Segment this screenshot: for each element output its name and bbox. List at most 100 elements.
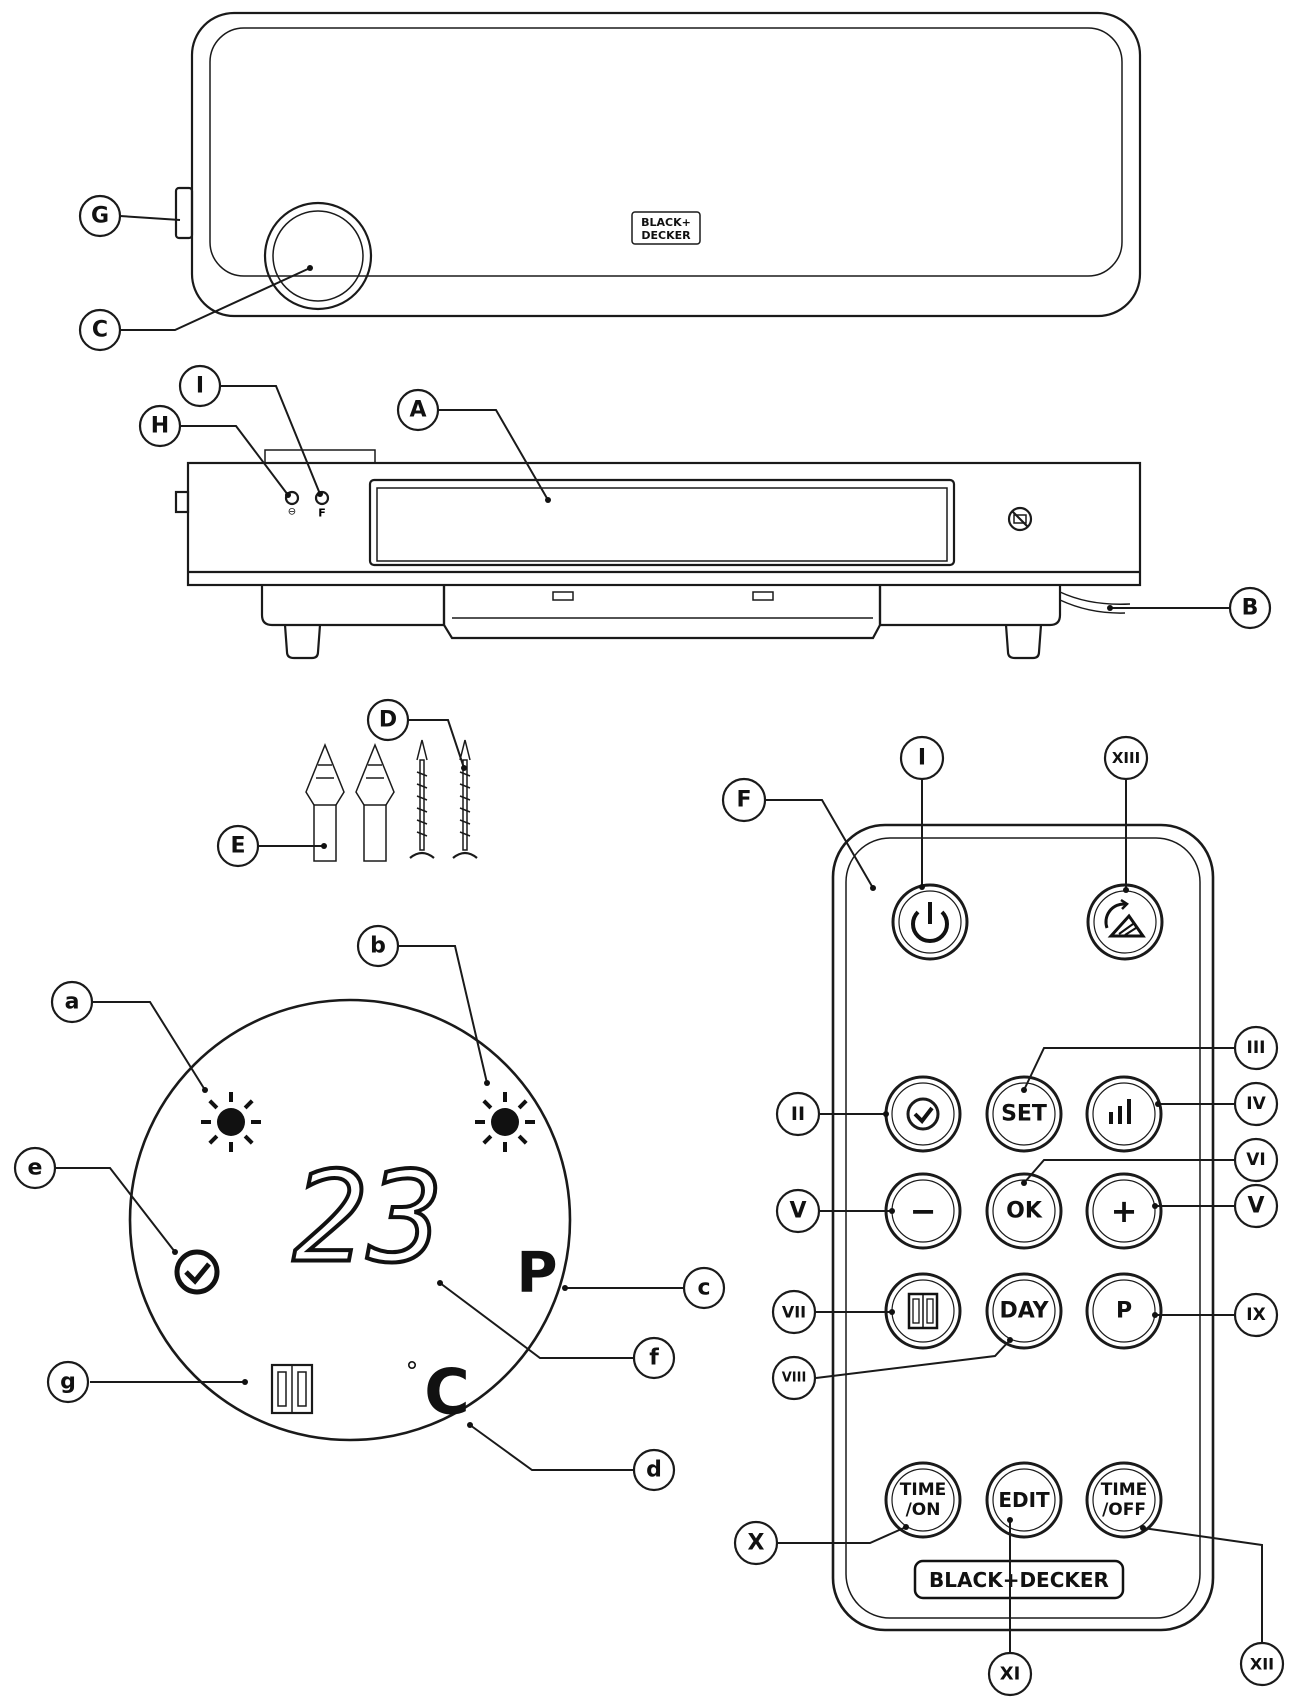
fan-speed-button[interactable]	[1085, 1075, 1163, 1153]
screw	[452, 739, 478, 859]
heater-callout-b: B	[1228, 586, 1272, 630]
window-icon	[270, 1363, 314, 1415]
remote-callout-v-right-label: V	[1247, 1194, 1264, 1219]
display-callout-c: c	[682, 1266, 726, 1310]
power-button[interactable]	[891, 883, 969, 961]
svg-text:BLACK+DECKER: BLACK+DECKER	[929, 1568, 1109, 1592]
remote-callout-iii: III	[1233, 1025, 1279, 1071]
svg-text:+: +	[1111, 1192, 1138, 1230]
display-window	[368, 478, 956, 567]
svg-text:/ON: /ON	[906, 1500, 941, 1520]
heater-front-view: BLACK+ DECKER	[174, 11, 1142, 318]
fixing-callout-d: D	[366, 698, 410, 742]
display-callout-d: d	[632, 1448, 676, 1492]
ok-button[interactable]: OK	[985, 1172, 1063, 1250]
remote-control	[831, 823, 1215, 1632]
thermostat-knob	[263, 201, 373, 311]
remote-logo: BLACK+DECKER	[913, 1559, 1125, 1600]
clock-icon	[906, 1097, 940, 1131]
power-icon	[911, 902, 949, 944]
wall-plug	[355, 742, 395, 862]
temperature-readout: 23	[293, 1146, 444, 1291]
remote-callout-v-left: V	[775, 1188, 821, 1234]
time-off-button[interactable]: TIME /OFF	[1085, 1461, 1163, 1539]
remote-callout-xii-label: XII	[1250, 1655, 1274, 1674]
display-callout-e: e	[13, 1146, 57, 1190]
remote-callout-viii-label: VIII	[782, 1371, 807, 1386]
program-indicator: P	[516, 1241, 557, 1306]
heater-callout-c: C	[78, 308, 122, 352]
celsius-indicator: C	[424, 1356, 470, 1429]
display-callout-f-label: f	[649, 1346, 659, 1371]
remote-callout-iv: IV	[1233, 1081, 1279, 1127]
remote-callout-ii: II	[775, 1091, 821, 1137]
remote-callout-xii: XII	[1239, 1641, 1285, 1687]
sun-icon	[475, 1092, 535, 1152]
display-callout-d-label: d	[646, 1458, 662, 1483]
power-led-label: ⊖	[288, 507, 296, 518]
clock-icon	[174, 1249, 220, 1295]
remote-callout-vii: VII	[771, 1289, 817, 1335]
program-button[interactable]: P	[1085, 1272, 1163, 1350]
day-button[interactable]: DAY	[985, 1272, 1063, 1350]
display-callout-g: g	[46, 1360, 90, 1404]
heater-callout-a: A	[396, 388, 440, 432]
timer-button[interactable]	[884, 1075, 962, 1153]
remote-callout-ix: IX	[1233, 1292, 1279, 1338]
swing-button[interactable]	[1086, 883, 1164, 961]
edit-button[interactable]: EDIT	[985, 1461, 1063, 1539]
heater-top-view: ⊖ F	[174, 449, 1142, 660]
heater-callout-a-label: A	[409, 398, 426, 423]
svg-text:EDIT: EDIT	[998, 1488, 1050, 1512]
remote-callout-iv-label: IV	[1246, 1094, 1266, 1114]
time-on-button[interactable]: TIME /ON	[884, 1461, 962, 1539]
display-callout-g-label: g	[60, 1370, 76, 1395]
svg-text:/OFF: /OFF	[1102, 1500, 1146, 1520]
remote-callout-xi: XI	[987, 1651, 1033, 1697]
display-callout-b-label: b	[370, 934, 386, 959]
svg-text:DAY: DAY	[999, 1299, 1049, 1324]
remote-callout-vi-label: VI	[1246, 1150, 1265, 1170]
heater-callout-b-label: B	[1242, 596, 1259, 621]
fixing-callout-d-label: D	[379, 708, 397, 733]
remote-callout-xiii-label: XIII	[1112, 749, 1140, 767]
svg-text:OK: OK	[1006, 1199, 1043, 1224]
display-callout-c-label: c	[697, 1276, 710, 1301]
power-switch	[174, 186, 194, 240]
window-icon	[907, 1292, 939, 1330]
remote-callout-ix-label: IX	[1246, 1305, 1265, 1325]
display-callout-a: a	[50, 980, 94, 1024]
remote-callout-f: F	[721, 777, 767, 823]
remote-callout-viii: VIII	[771, 1355, 817, 1401]
window-button[interactable]	[884, 1272, 962, 1350]
svg-text:SET: SET	[1001, 1102, 1047, 1127]
heater-callout-g: G	[78, 194, 122, 238]
set-button[interactable]: SET	[985, 1075, 1063, 1153]
heater-callout-h-label: H	[151, 414, 169, 439]
plus-button[interactable]: +	[1085, 1172, 1163, 1250]
heater-logo: BLACK+ DECKER	[631, 211, 701, 245]
remote-callout-x-label: X	[748, 1531, 765, 1556]
remote-callout-xiii: XIII	[1103, 735, 1149, 781]
swing-icon	[1104, 898, 1146, 938]
remote-callout-iii-label: III	[1247, 1038, 1266, 1058]
svg-text:TIME: TIME	[900, 1480, 946, 1500]
display-callout-a-label: a	[65, 990, 80, 1015]
heater-callout-i-label: I	[196, 374, 204, 399]
remote-callout-xi-label: XI	[1000, 1664, 1021, 1685]
remote-callout-v-right: V	[1233, 1183, 1279, 1229]
no-cover-icon	[1007, 506, 1033, 532]
remote-callout-v-left-label: V	[789, 1199, 806, 1224]
svg-text:DECKER: DECKER	[641, 229, 691, 242]
fixing-callout-e-label: E	[230, 834, 245, 859]
svg-text:P: P	[1116, 1299, 1132, 1324]
fan-bars-icon	[1109, 1099, 1131, 1124]
leader-lines	[55, 215, 1263, 1652]
heater-callout-c-label: C	[92, 318, 108, 343]
fixing-callout-e: E	[216, 824, 260, 868]
remote-callout-x: X	[733, 1520, 779, 1566]
minus-button[interactable]: −	[884, 1172, 962, 1250]
wall-fixings	[305, 739, 478, 862]
